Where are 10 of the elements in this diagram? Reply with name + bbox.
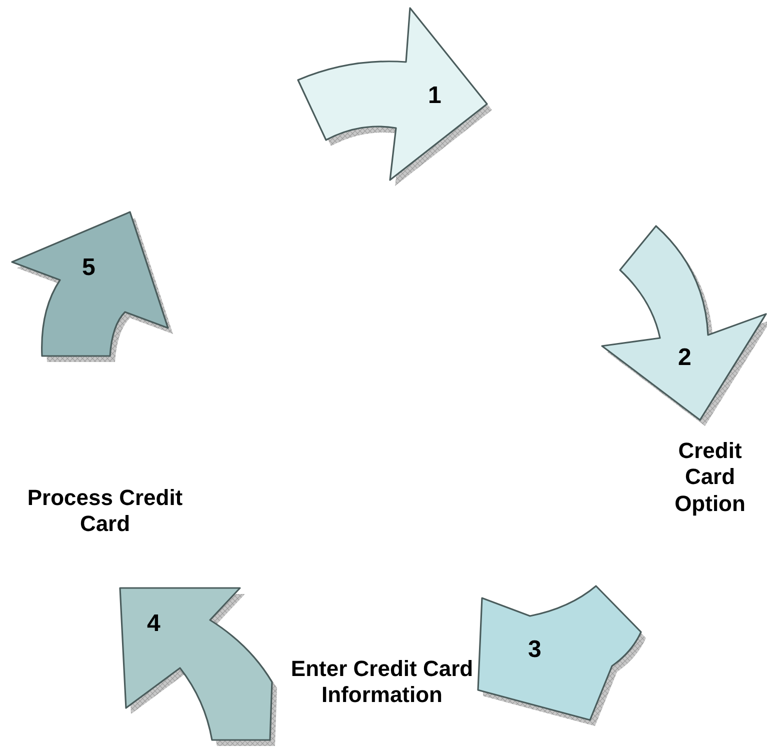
curved-arrow-shape <box>294 4 490 188</box>
step-label: Credit Card Option <box>674 438 746 518</box>
step-number: 1 <box>428 84 442 108</box>
step-number: 3 <box>528 638 542 662</box>
step-number: 5 <box>82 256 96 280</box>
step-label: Process Credit Card <box>26 485 184 538</box>
step-number: 4 <box>147 612 160 636</box>
step-number: 2 <box>678 346 692 370</box>
step-label: Enter Credit Card Information <box>290 656 474 709</box>
curved-arrow-shape <box>598 222 767 424</box>
